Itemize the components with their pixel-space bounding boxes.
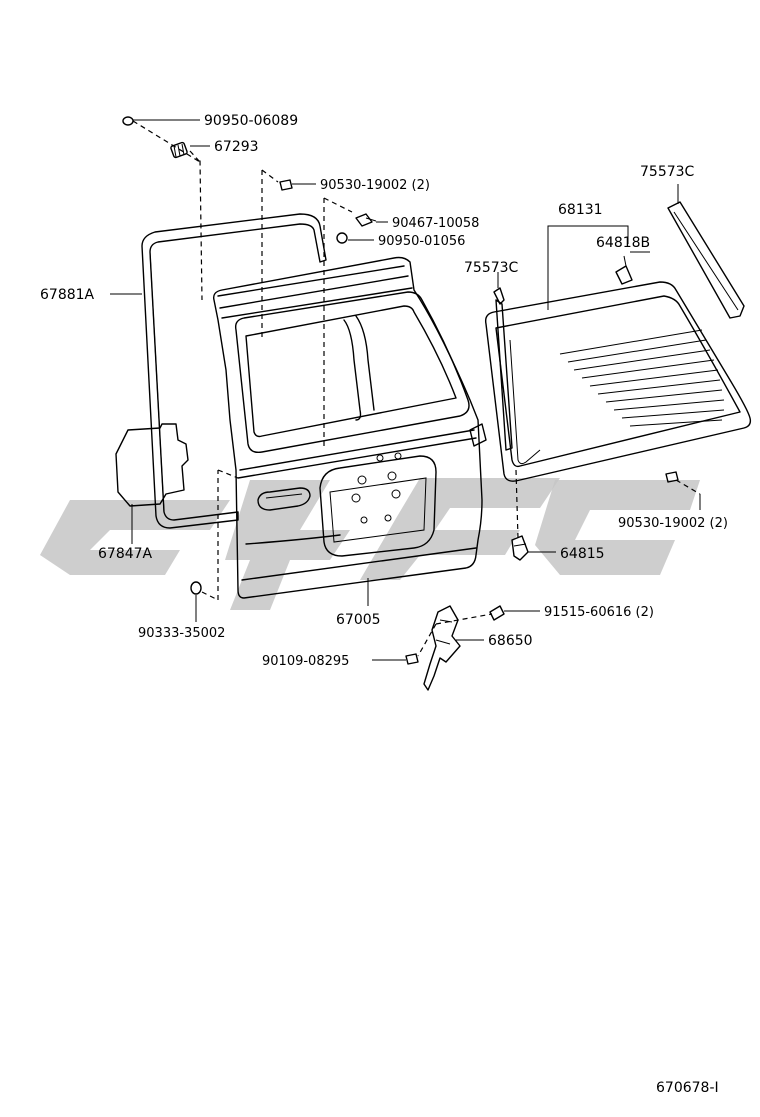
bolt-91515-60616-icon	[489, 605, 505, 621]
clip-90950-06089-icon	[122, 116, 134, 126]
part-label[interactable]: 90467-10058	[392, 216, 479, 231]
garnish-75573c-left	[493, 287, 513, 451]
part-label[interactable]: 67881A	[40, 287, 95, 303]
clip-64818b-icon	[615, 255, 633, 285]
watermark-logo	[40, 478, 700, 610]
back-door-67005	[212, 256, 487, 599]
clip-90950-01056-icon	[336, 232, 348, 244]
part-label[interactable]: 90109-08295	[262, 654, 349, 669]
part-label[interactable]: 75573C	[640, 164, 695, 180]
part-label[interactable]: 67293	[214, 139, 259, 155]
trim-board-67847a	[115, 423, 189, 507]
part-labels: 90950-06089 67293 90530-19002 (2) 90467-…	[40, 113, 728, 669]
back-glass-68131	[484, 281, 752, 482]
hinge-68650	[423, 605, 461, 691]
leader-lines	[110, 119, 701, 661]
damper-stay-64815-icon	[511, 535, 529, 561]
clip-90530-19002-icon	[279, 179, 293, 191]
garnish-75573c-right	[667, 201, 745, 319]
part-label[interactable]: 64818B	[596, 235, 650, 251]
part-label[interactable]: 64815	[560, 546, 605, 562]
part-label[interactable]: 90950-01056	[378, 234, 465, 249]
clip-90530-19002-right-icon	[665, 471, 679, 483]
bolt-90109-08295-icon	[405, 653, 419, 665]
part-label[interactable]: 90530-19002 (2)	[618, 516, 728, 531]
part-label[interactable]: 67005	[336, 612, 381, 628]
part-label[interactable]: 91515-60616 (2)	[544, 605, 654, 620]
part-label[interactable]: 90950-06089	[204, 113, 298, 129]
part-label[interactable]: 68131	[558, 202, 603, 218]
part-label[interactable]: 68650	[488, 633, 533, 649]
part-label[interactable]: 67847A	[98, 546, 153, 562]
stopper-67293-icon	[170, 141, 188, 159]
plug-90333-35002-icon	[190, 581, 202, 595]
part-label[interactable]: 90333-35002	[138, 626, 225, 641]
part-label[interactable]: 90530-19002 (2)	[320, 178, 430, 193]
diagram-code: 670678-I	[656, 1080, 719, 1096]
screw-90467-10058-icon	[355, 213, 377, 227]
part-label[interactable]: 75573C	[464, 260, 519, 276]
weatherstrip-67881a	[141, 213, 327, 529]
